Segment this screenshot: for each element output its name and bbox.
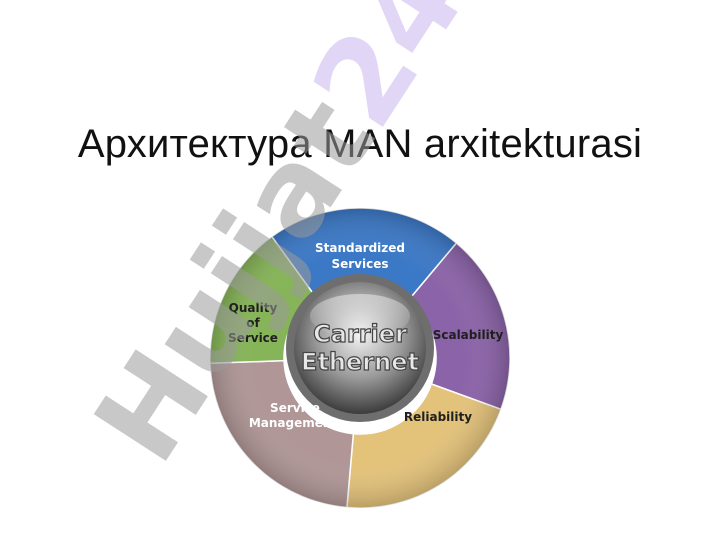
quality-of-service-label-1: Quality bbox=[229, 301, 278, 315]
quality-of-service-label-3: Service bbox=[228, 331, 278, 345]
slide-title: Архитектура MAN arxitekturasi bbox=[77, 122, 643, 166]
quality-of-service-label-2: of bbox=[246, 316, 260, 330]
service-management-label-1: Service bbox=[270, 401, 320, 415]
hub-label-line1: Carrier bbox=[313, 320, 407, 348]
service-management-label-2: Management bbox=[249, 416, 338, 430]
hub-label-line2: Ethernet bbox=[301, 348, 419, 376]
hub-gloss bbox=[310, 294, 410, 338]
standardized-services-label-2: Services bbox=[331, 257, 388, 271]
reliability-label: Reliability bbox=[404, 410, 472, 424]
scalability-label: Scalability bbox=[433, 328, 504, 342]
standardized-services-label-1: Standardized bbox=[315, 241, 405, 255]
